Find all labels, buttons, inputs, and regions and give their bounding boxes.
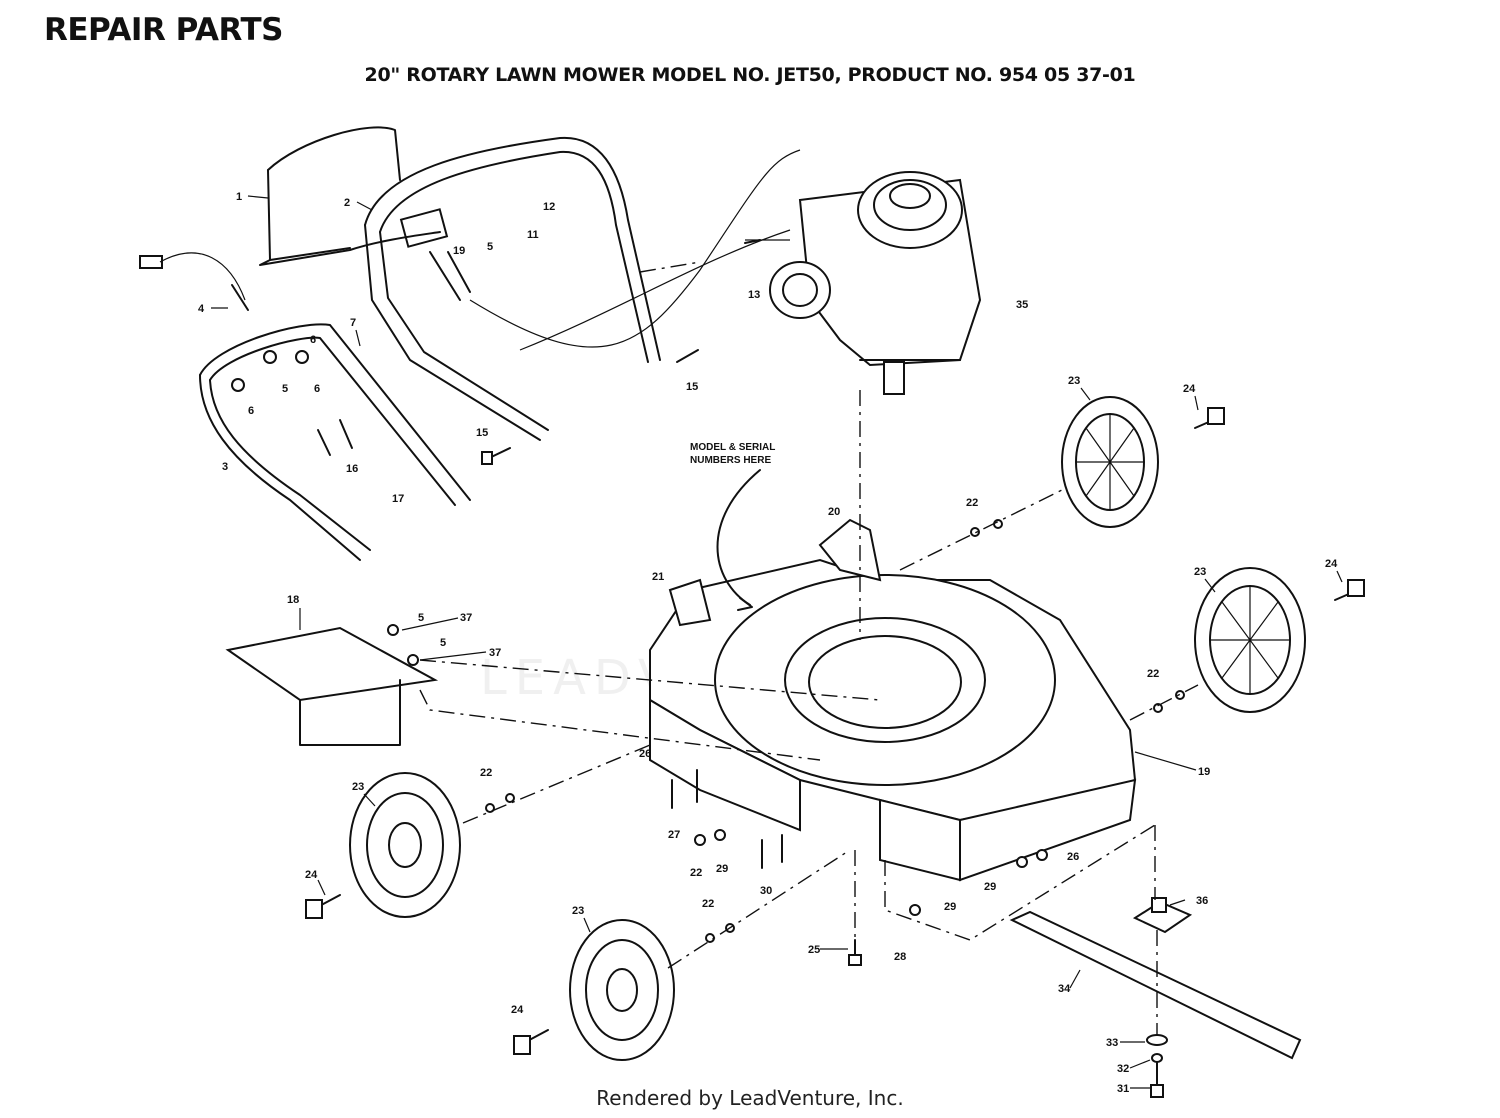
callout-label: 36 (1196, 895, 1208, 907)
callout-label: 35 (1016, 299, 1028, 311)
callout-label: 29 (944, 901, 956, 913)
callout-label: 37 (460, 612, 472, 624)
callout-label: 15 (686, 381, 698, 393)
callout-label: 5 (418, 612, 424, 624)
upper-handle (364, 136, 661, 441)
callout-label: 13 (748, 289, 760, 301)
serial-note-arrowhead (737, 597, 753, 611)
callout-label: 22 (702, 898, 714, 910)
callout-label: 23 (1068, 375, 1080, 387)
callout-label: 23 (352, 781, 364, 793)
blade (1009, 897, 1302, 1060)
grass-deflector (225, 626, 439, 746)
callout-label: 18 (287, 594, 299, 606)
callout-label: 5 (282, 383, 288, 395)
callout-label: 26 (1067, 851, 1079, 863)
assembly-lines (419, 261, 1199, 1035)
callout-label: 37 (489, 647, 501, 659)
callout-labels: 1 2 4 7 6 5 6 6 3 16 17 19 5 11 12 15 15… (198, 191, 1338, 1095)
callout-label: 4 (198, 303, 205, 315)
callout-label: 23 (572, 905, 584, 917)
callout-label: 24 (305, 869, 318, 881)
throttle-cable (139, 149, 801, 351)
callout-label: 27 (668, 829, 680, 841)
callout-label: 25 (808, 944, 820, 956)
callout-label: 12 (543, 201, 555, 213)
callout-label: 16 (346, 463, 358, 475)
callout-label: 24 (1183, 383, 1196, 395)
model-subtitle: 20" ROTARY LAWN MOWER MODEL NO. JET50, P… (364, 64, 1136, 86)
hardware (305, 239, 1365, 1098)
callout-label: 21 (652, 571, 664, 583)
serial-note-arrow (716, 469, 761, 606)
callout-label: 23 (1194, 566, 1206, 578)
callout-label: 32 (1117, 1063, 1129, 1075)
wheel-front-left (1061, 396, 1159, 528)
callout-label: 30 (760, 885, 772, 897)
callout-label: 11 (527, 229, 539, 241)
callout-label: 5 (440, 637, 446, 649)
callout-label: 19 (453, 245, 465, 257)
callout-label: 29 (984, 881, 996, 893)
callout-label: 33 (1106, 1037, 1118, 1049)
wheel-rear-left (349, 772, 461, 918)
callout-label: 17 (392, 493, 404, 505)
callout-label: 22 (480, 767, 492, 779)
page-title: REPAIR PARTS (44, 12, 283, 48)
leader-lines (211, 195, 1343, 1089)
callout-label: 26 (639, 748, 651, 760)
callout-label: 19 (1198, 766, 1210, 778)
callout-label: 24 (1325, 558, 1338, 570)
callout-label: 24 (511, 1004, 524, 1016)
wheel-rear-right (569, 919, 675, 1061)
callout-label: 28 (894, 951, 906, 963)
serial-note-line-2: NUMBERS HERE (690, 455, 771, 466)
mower-deck (649, 518, 1137, 882)
wheel-front-right (1194, 567, 1306, 713)
callout-label: 3 (222, 461, 228, 473)
callout-label: 7 (350, 317, 356, 329)
callout-label: 6 (248, 405, 254, 417)
lower-handle (199, 323, 471, 561)
callout-label: 2 (344, 197, 350, 209)
callout-label: 6 (314, 383, 320, 395)
callout-label: 34 (1058, 983, 1071, 995)
callout-label: 22 (690, 867, 702, 879)
callout-label: 31 (1117, 1083, 1129, 1095)
callout-label: 15 (476, 427, 488, 439)
serial-note-line-1: MODEL & SERIAL (690, 442, 775, 453)
callout-label: 29 (716, 863, 728, 875)
callout-label: 1 (236, 191, 242, 203)
callout-label: 22 (966, 497, 978, 509)
rendered-by-footer: Rendered by LeadVenture, Inc. (596, 1086, 904, 1110)
callout-label: 20 (828, 506, 840, 518)
control-bail (259, 126, 441, 266)
callout-label: 6 (310, 334, 316, 346)
callout-label: 5 (487, 241, 493, 253)
callout-label: 22 (1147, 668, 1159, 680)
engine (745, 171, 982, 395)
